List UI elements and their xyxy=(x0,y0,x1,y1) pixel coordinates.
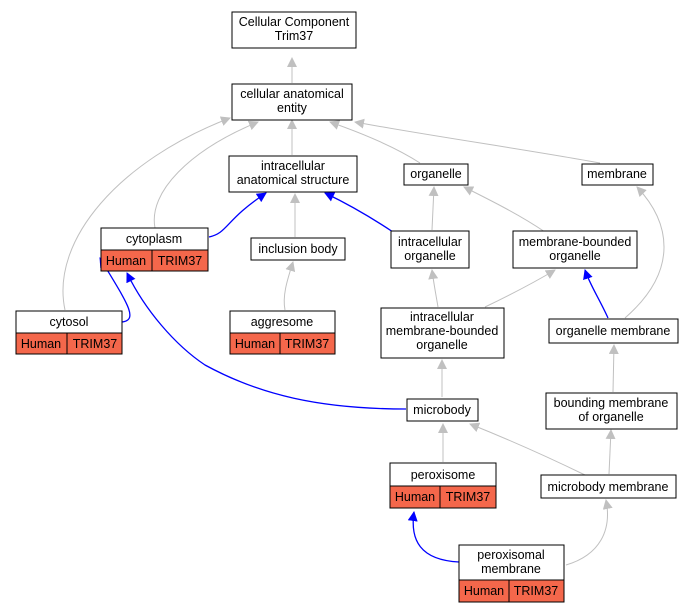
node-cellular-anatomical-entity[interactable]: cellular anatomical entity xyxy=(231,83,353,121)
edge-microbody-partof-cytoplasm xyxy=(126,272,407,410)
edge-cytoplasm-partof-ias xyxy=(208,192,267,238)
edge-bounding-to-orgmembrane xyxy=(608,344,619,393)
node-cellular-component[interactable]: Cellular Component Trim37 xyxy=(231,11,357,49)
edge-intraorg-partof-ias xyxy=(324,192,394,233)
node-cytosol[interactable]: cytosol Human TRIM37 xyxy=(15,310,123,355)
edge-orgmembrane-to-membrane xyxy=(624,186,665,319)
node-organelle[interactable]: organelle xyxy=(403,163,469,186)
node-label-line: intracellular xyxy=(410,310,474,324)
node-label-line: microbody xyxy=(413,403,471,417)
node-microbody[interactable]: microbody xyxy=(406,398,479,422)
edge-peroxmembrane-partof-peroxisome xyxy=(407,511,460,563)
annotation-gene-cell xyxy=(439,485,497,509)
edge-cytosol-to-cae xyxy=(62,116,231,311)
node-label-line: anatomical structure xyxy=(237,173,350,187)
node-label-line: intracellular xyxy=(261,159,325,173)
edge-mbmembrane-to-microbody xyxy=(469,422,586,476)
node-label-line: organelle xyxy=(410,167,461,181)
node-label-line: peroxisome xyxy=(411,468,476,482)
annotation-species: Human xyxy=(395,490,435,504)
node-label-line: Cellular Component xyxy=(239,15,350,29)
node-label-line: organelle xyxy=(549,249,600,263)
node-peroxisomal-membrane[interactable]: peroxisomal membrane Human TRIM37 xyxy=(458,544,565,603)
node-label-line: cytoplasm xyxy=(126,232,182,246)
edge-intrambo-to-intraorg xyxy=(428,269,439,308)
node-label-line: microbody membrane xyxy=(548,480,669,494)
edge-membrane-to-cae xyxy=(354,118,601,164)
node-label-line: inclusion body xyxy=(258,242,338,256)
node-label-line: membrane-bounded xyxy=(519,235,632,249)
node-label-line: Trim37 xyxy=(275,29,313,43)
node-label-line: cellular anatomical xyxy=(240,87,344,101)
node-label-line: membrane-bounded xyxy=(386,324,499,338)
node-intracellular-anatomical-structure[interactable]: intracellular anatomical structure xyxy=(228,155,358,193)
node-label-line: of organelle xyxy=(578,410,643,424)
node-label-line: bounding membrane xyxy=(554,396,669,410)
node-inclusion-body[interactable]: inclusion body xyxy=(250,237,346,261)
edge-intraorg-to-organelle xyxy=(428,186,439,231)
node-label-line: membrane xyxy=(587,167,647,181)
node-label-line: organelle xyxy=(416,338,467,352)
annotation-species: Human xyxy=(235,337,275,351)
annotation-gene-cell xyxy=(66,332,123,355)
node-label-line: peroxisomal xyxy=(477,548,544,562)
node-label-line: cytosol xyxy=(50,315,89,329)
edge-orgmembrane-partof-mborg xyxy=(583,269,609,319)
node-label-line: organelle membrane xyxy=(556,324,671,338)
node-microbody-membrane[interactable]: microbody membrane xyxy=(540,474,677,499)
node-label-line: intracellular xyxy=(398,235,462,249)
annotation-gene-cell xyxy=(279,332,336,355)
annotation-species: Human xyxy=(106,254,146,268)
node-label-line: membrane xyxy=(481,562,541,576)
node-peroxisome[interactable]: peroxisome Human TRIM37 xyxy=(389,462,497,509)
node-intracellular-organelle[interactable]: intracellular organelle xyxy=(390,230,470,269)
edge-cytoplasm-to-cae xyxy=(153,120,259,229)
annotation-gene-cell xyxy=(151,249,209,272)
edge-intrambo-to-mborg xyxy=(484,269,556,308)
edge-mborg-to-organelle xyxy=(463,186,546,233)
annotation-gene-cell xyxy=(508,579,565,603)
node-organelle-membrane[interactable]: organelle membrane xyxy=(548,318,679,344)
annotation-gene: TRIM37 xyxy=(446,490,491,504)
annotation-species: Human xyxy=(464,584,504,598)
node-cytoplasm[interactable]: cytoplasm Human TRIM37 xyxy=(100,227,209,272)
annotation-gene: TRIM37 xyxy=(514,584,559,598)
edge-peroxmembrane-to-mbmembrane xyxy=(565,499,613,566)
annotation-gene: TRIM37 xyxy=(285,337,330,351)
nodes: Cellular Component Trim37 cellular anato… xyxy=(15,11,679,603)
node-label-line: entity xyxy=(277,101,308,115)
node-aggresome[interactable]: aggresome Human TRIM37 xyxy=(229,310,336,355)
annotation-gene: TRIM37 xyxy=(73,337,118,351)
edge-organelle-to-cae xyxy=(329,120,421,164)
node-label-line: aggresome xyxy=(251,315,314,329)
node-label-line: organelle xyxy=(404,249,455,263)
edge-mbmembrane-to-bounding xyxy=(605,429,616,475)
annotation-gene: TRIM37 xyxy=(158,254,203,268)
annotation-species: Human xyxy=(21,337,61,351)
node-intracellular-membrane-bounded-organelle[interactable]: intracellular membrane-bounded organelle xyxy=(380,307,505,359)
node-membrane[interactable]: membrane xyxy=(581,163,654,186)
node-bounding-membrane[interactable]: bounding membrane of organelle xyxy=(545,392,678,430)
edge-aggresome-to-inclusion xyxy=(283,261,296,311)
node-membrane-bounded-organelle[interactable]: membrane-bounded organelle xyxy=(512,230,638,269)
